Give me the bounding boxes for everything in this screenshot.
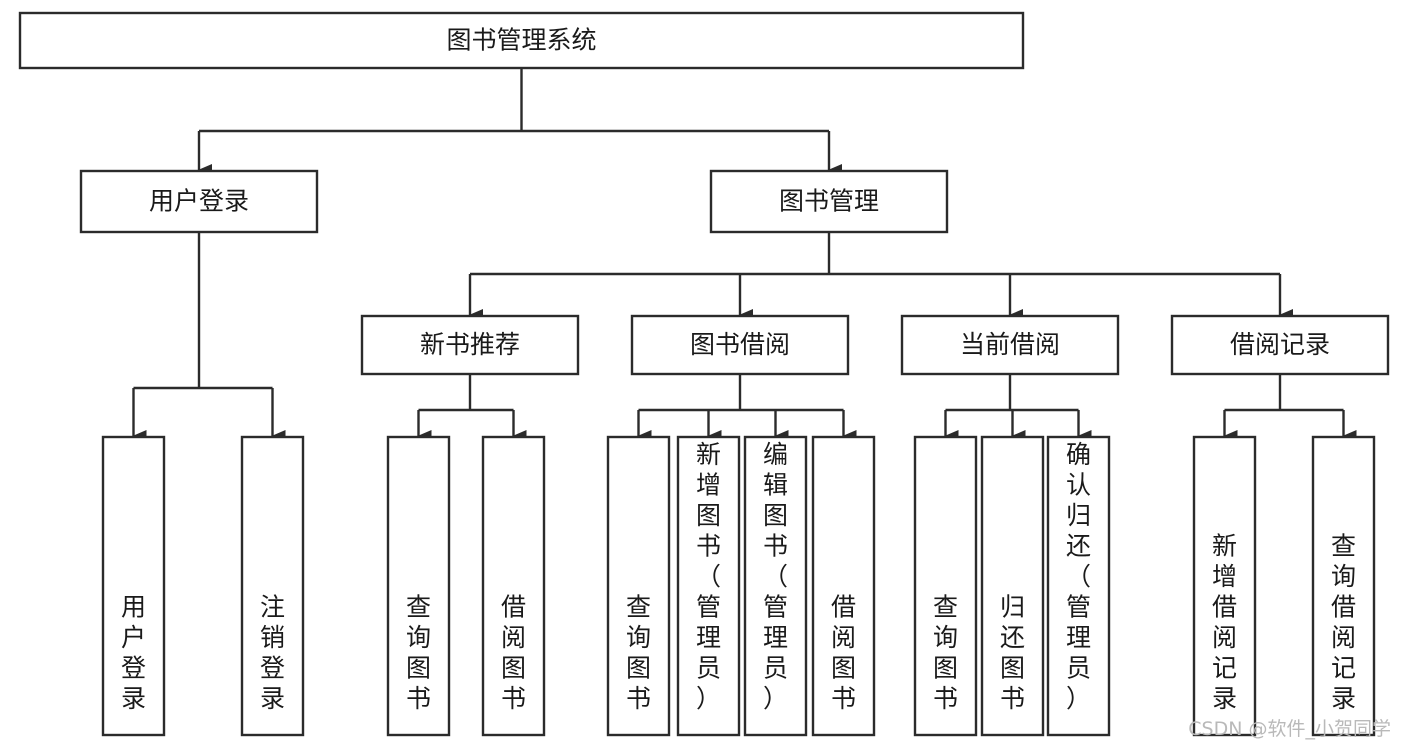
node-box: [481, 435, 546, 737]
node-leaf-query-book-2[interactable]: 查询图书: [606, 435, 671, 737]
node-box: [1311, 435, 1376, 737]
node-box: [980, 435, 1045, 737]
node-book-manage[interactable]: 图书管理: [709, 169, 949, 234]
node-borrow-record[interactable]: 借阅记录: [1170, 314, 1390, 376]
node-label-vertical: 新增图书（管理员）: [696, 440, 721, 713]
node-label-vertical: 查询图书: [933, 592, 958, 713]
node-label-vertical: 借阅图书: [831, 592, 856, 713]
node-box: [676, 435, 741, 737]
node-box: [360, 314, 580, 376]
node-box: [709, 169, 949, 234]
node-label-vertical: 新增借阅记录: [1212, 531, 1237, 713]
node-leaf-return-book[interactable]: 归还图书: [980, 435, 1045, 737]
node-label: 新书推荐: [420, 330, 520, 359]
node-box: [18, 11, 1025, 70]
node-label-vertical: 归还图书: [1000, 592, 1025, 713]
node-leaf-query-book-3[interactable]: 查询图书: [913, 435, 978, 737]
node-label-vertical: 查询图书: [626, 592, 651, 713]
node-label-vertical: 编辑图书（管理员）: [763, 440, 788, 713]
node-box: [79, 169, 319, 234]
node-layer: 图书管理系统用户登录图书管理新书推荐图书借阅当前借阅借阅记录用户登录注销登录查询…: [18, 11, 1390, 737]
node-leaf-user-login[interactable]: 用户登录: [101, 435, 166, 737]
edge-layer: [132, 68, 1357, 442]
node-leaf-query-record[interactable]: 查询借阅记录: [1311, 435, 1376, 737]
node-box: [101, 435, 166, 737]
node-box: [240, 435, 305, 737]
node-label-vertical: 查询图书: [406, 592, 431, 713]
node-new-book-recommend[interactable]: 新书推荐: [360, 314, 580, 376]
node-leaf-borrow-book-2[interactable]: 借阅图书: [811, 435, 876, 737]
node-box: [743, 435, 808, 737]
node-box: [900, 314, 1120, 376]
node-box: [913, 435, 978, 737]
node-label-vertical: 借阅图书: [501, 592, 526, 713]
node-leaf-add-book[interactable]: 新增图书（管理员）: [676, 435, 741, 737]
node-label: 图书管理系统: [446, 26, 596, 55]
node-current-borrow[interactable]: 当前借阅: [900, 314, 1120, 376]
node-box: [811, 435, 876, 737]
node-box: [630, 314, 850, 376]
node-box: [1046, 435, 1111, 737]
node-label: 借阅记录: [1230, 330, 1330, 359]
node-label: 图书管理: [779, 187, 879, 216]
node-book-borrow[interactable]: 图书借阅: [630, 314, 850, 376]
node-box: [1170, 314, 1390, 376]
node-label-vertical: 查询借阅记录: [1331, 531, 1356, 713]
node-root[interactable]: 图书管理系统: [18, 11, 1025, 70]
node-leaf-add-record[interactable]: 新增借阅记录: [1192, 435, 1257, 737]
node-label: 用户登录: [149, 187, 249, 216]
node-leaf-confirm-return[interactable]: 确认归还（管理员）: [1046, 435, 1111, 737]
node-label-vertical: 注销登录: [260, 592, 285, 713]
node-label: 图书借阅: [690, 330, 790, 359]
node-box: [606, 435, 671, 737]
node-leaf-user-logout[interactable]: 注销登录: [240, 435, 305, 737]
node-box: [1192, 435, 1257, 737]
node-label-vertical: 用户登录: [121, 592, 146, 713]
node-leaf-edit-book[interactable]: 编辑图书（管理员）: [743, 435, 808, 737]
node-label-vertical: 确认归还（管理员）: [1066, 440, 1091, 713]
node-box: [386, 435, 451, 737]
node-leaf-borrow-book-1[interactable]: 借阅图书: [481, 435, 546, 737]
node-leaf-query-book-1[interactable]: 查询图书: [386, 435, 451, 737]
node-label: 当前借阅: [960, 330, 1060, 359]
node-user-login[interactable]: 用户登录: [79, 169, 319, 234]
